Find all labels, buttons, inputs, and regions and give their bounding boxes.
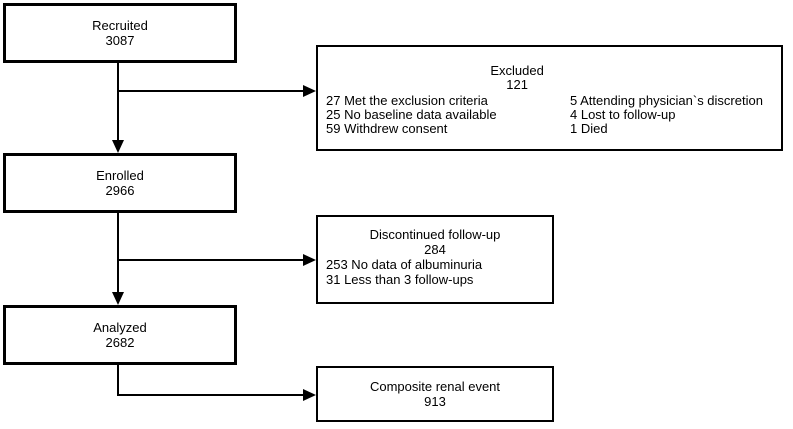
arrowhead-down-enrolled bbox=[112, 140, 124, 153]
analyzed-label: Analyzed bbox=[93, 320, 147, 335]
arrowhead-right-excluded bbox=[303, 85, 316, 97]
excluded-right-column: 5 Attending physician`s discretion 4 Los… bbox=[570, 94, 763, 136]
excluded-reason: 5 Attending physician`s discretion bbox=[570, 93, 763, 108]
excluded-detail-columns: 27 Met the exclusion criteria 25 No base… bbox=[318, 94, 781, 136]
analyzed-count: 2682 bbox=[105, 335, 135, 350]
excluded-reason: 4 Lost to follow-up bbox=[570, 107, 676, 122]
excluded-title: Excluded bbox=[490, 63, 544, 78]
discontinued-reason: 253 No data of albuminuria bbox=[326, 257, 483, 272]
flow-line-analyzed-down bbox=[117, 365, 119, 396]
composite-count: 913 bbox=[424, 394, 446, 409]
excluded-reason: 1 Died bbox=[570, 121, 608, 136]
excluded-left-column: 27 Met the exclusion criteria 25 No base… bbox=[326, 94, 570, 136]
discontinued-count: 284 bbox=[424, 242, 446, 257]
discontinued-title-block: Discontinued follow-up 284 bbox=[318, 217, 552, 257]
excluded-title-block: Excluded 121 bbox=[318, 47, 716, 92]
enrolled-box: Enrolled 2966 bbox=[3, 153, 237, 213]
enrolled-count: 2966 bbox=[105, 183, 135, 198]
composite-label: Composite renal event bbox=[369, 379, 501, 394]
composite-box: Composite renal event 913 bbox=[316, 366, 554, 422]
arrowhead-right-composite bbox=[303, 389, 316, 401]
flow-line-enrolled-analyzed bbox=[117, 213, 119, 293]
excluded-reason: 59 Withdrew consent bbox=[326, 121, 448, 136]
discontinued-box: Discontinued follow-up 284 253 No data o… bbox=[316, 215, 554, 304]
excluded-count: 121 bbox=[506, 77, 528, 92]
arrowhead-down-analyzed bbox=[112, 292, 124, 305]
recruited-box: Recruited 3087 bbox=[3, 3, 237, 63]
excluded-reason: 27 Met the exclusion criteria bbox=[326, 93, 488, 108]
flow-line-to-discontinued bbox=[117, 259, 304, 261]
discontinued-reason: 31 Less than 3 follow-ups bbox=[326, 272, 474, 287]
enrolled-label: Enrolled bbox=[96, 168, 144, 183]
discontinued-items: 253 No data of albuminuria 31 Less than … bbox=[318, 257, 552, 287]
recruited-label: Recruited bbox=[92, 18, 148, 33]
discontinued-title: Discontinued follow-up bbox=[369, 227, 501, 242]
excluded-reason: 25 No baseline data available bbox=[326, 107, 497, 122]
flow-line-to-excluded bbox=[117, 90, 304, 92]
recruited-count: 3087 bbox=[105, 33, 135, 48]
flow-line-to-composite bbox=[117, 394, 304, 396]
arrowhead-right-discontinued bbox=[303, 254, 316, 266]
flow-line-recruited-enrolled bbox=[117, 63, 119, 142]
analyzed-box: Analyzed 2682 bbox=[3, 305, 237, 365]
excluded-box: Excluded 121 27 Met the exclusion criter… bbox=[316, 45, 783, 151]
